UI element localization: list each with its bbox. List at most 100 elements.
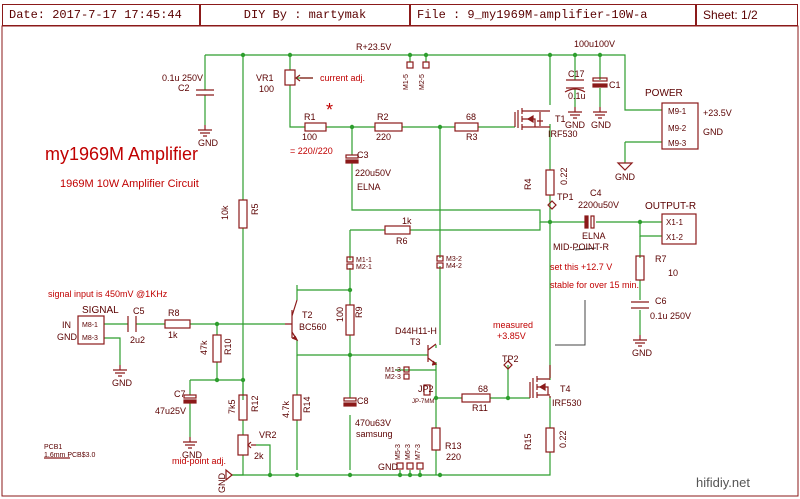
r10-value: 47k bbox=[199, 340, 209, 355]
r15-value: 0.22 bbox=[558, 430, 568, 448]
mount-m2-3: M2-3 bbox=[385, 374, 401, 381]
gnd-label-c6: GND bbox=[632, 348, 653, 358]
pcb-label: PCB1 bbox=[44, 444, 62, 451]
mount-m6-3: M6-3 bbox=[405, 444, 412, 460]
signal-pin-2: M8-3 bbox=[82, 335, 98, 342]
r7-value: 10 bbox=[668, 268, 678, 278]
t4-ref: T4 bbox=[560, 384, 571, 394]
r9-value: 100 bbox=[335, 307, 345, 322]
c3-ref: C3 bbox=[357, 150, 369, 160]
c8-ref: C8 bbox=[357, 396, 369, 406]
c1-value: 100u100V bbox=[574, 39, 615, 49]
t3-ref: T3 bbox=[410, 337, 421, 347]
labels: my1969M Amplifier 1969M 10W Amplifier Ci… bbox=[44, 39, 750, 490]
power-pin-3: M9-3 bbox=[668, 139, 687, 148]
mount-m1-3: M1-3 bbox=[385, 367, 401, 374]
r4-value: 0.22 bbox=[559, 167, 569, 185]
mount-m3-2: M3-2 bbox=[446, 256, 462, 263]
r2-value: 220 bbox=[376, 132, 391, 142]
c4-ref: C4 bbox=[590, 188, 602, 198]
mount-m1-1: M1-1 bbox=[356, 257, 372, 264]
output-net: MID-POINT-R bbox=[553, 242, 609, 252]
tp2-ref: TP2 bbox=[502, 354, 519, 364]
signal-label-ground: GND bbox=[57, 332, 78, 342]
r5-ref: R5 bbox=[250, 203, 260, 215]
r12-value: 7k5 bbox=[227, 399, 237, 414]
vr1-ref: VR1 bbox=[256, 73, 274, 83]
c8-value: 470u63V bbox=[355, 418, 391, 428]
mount-m2-1: M2-1 bbox=[356, 264, 372, 271]
r10-ref: R10 bbox=[223, 338, 233, 355]
r13-value: 220 bbox=[446, 452, 461, 462]
heading-title: my1969M Amplifier bbox=[45, 144, 198, 164]
r2-ref: R2 bbox=[377, 112, 389, 122]
r3-ref: R3 bbox=[466, 132, 478, 142]
c3-value: 220u50V bbox=[355, 168, 391, 178]
mount-m2-5: M2-5 bbox=[419, 74, 426, 90]
r11-value: 68 bbox=[478, 384, 488, 394]
gnd-label-power: GND bbox=[615, 172, 636, 182]
components bbox=[44, 61, 699, 482]
t2-ref: T2 bbox=[302, 310, 313, 320]
note-r1-value: = 220//220 bbox=[290, 146, 333, 156]
note-current-adj: current adj. bbox=[320, 73, 365, 83]
c8-brand: samsung bbox=[356, 429, 393, 439]
gnd-label-c17: GND bbox=[565, 120, 586, 130]
output-title: OUTPUT-R bbox=[645, 201, 696, 212]
c3-brand: ELNA bbox=[357, 182, 381, 192]
output-pin-1: X1-1 bbox=[666, 218, 683, 227]
r7-ref: R7 bbox=[655, 254, 667, 264]
c5-value: 2u2 bbox=[130, 335, 145, 345]
c6-value: 0.1u 250V bbox=[650, 311, 691, 321]
t2-part: BC560 bbox=[299, 322, 327, 332]
mount-m5-3: M5-3 bbox=[395, 444, 402, 460]
c4-brand: ELNA bbox=[582, 231, 606, 241]
rail-supply: R+23.5V bbox=[356, 42, 391, 52]
r6-ref: R6 bbox=[396, 236, 408, 246]
note-measured-2: +3.85V bbox=[497, 331, 526, 341]
c6-ref: C6 bbox=[655, 296, 667, 306]
signal-title: SIGNAL bbox=[82, 305, 119, 316]
power-label-supply: +23.5V bbox=[703, 108, 732, 118]
gnd-label-c2: GND bbox=[198, 138, 219, 148]
r3-value: 68 bbox=[466, 112, 476, 122]
c5-ref: C5 bbox=[133, 306, 145, 316]
jp2-part: JP-7MM bbox=[412, 399, 434, 405]
note-signal-input: signal input is 450mV @1KHz bbox=[48, 289, 168, 299]
r6-value: 1k bbox=[402, 216, 412, 226]
c7-ref: C7 bbox=[174, 389, 186, 399]
rail-ground: GND bbox=[378, 462, 399, 472]
annotation-lines bbox=[555, 247, 597, 346]
r13-ref: R13 bbox=[445, 441, 462, 451]
r9-ref: R9 bbox=[354, 306, 364, 318]
mount-m4-2: M4-2 bbox=[446, 263, 462, 270]
heading-subtitle: 1969M 10W Amplifier Circuit bbox=[60, 178, 199, 190]
output-pin-2: X1-2 bbox=[666, 233, 683, 242]
r5-value: 10k bbox=[220, 205, 230, 220]
r14-ref: R14 bbox=[302, 396, 312, 413]
t3-part: D44H11-H bbox=[395, 326, 437, 336]
note-measured-1: measured bbox=[493, 320, 533, 330]
power-pin-2: M9-2 bbox=[668, 124, 687, 133]
mount-m7-3: M7-3 bbox=[415, 444, 422, 460]
t1-part: IRF530 bbox=[548, 129, 578, 139]
signal-label-in: IN bbox=[62, 320, 71, 330]
r11-ref: R11 bbox=[472, 403, 488, 413]
r1-ref: R1 bbox=[304, 112, 316, 122]
c4-value: 2200u50V bbox=[578, 200, 619, 210]
note-stable: stable for over 15 min. bbox=[550, 280, 639, 290]
junction-dots bbox=[214, 52, 643, 478]
gnd-label-signal: GND bbox=[112, 378, 133, 388]
watermark: hifidiy.net bbox=[696, 475, 750, 490]
t4-part: IRF530 bbox=[552, 398, 582, 408]
vr2-ref: VR2 bbox=[259, 430, 277, 440]
c17-value: 0.1u bbox=[568, 91, 586, 101]
r14-value: 4.7k bbox=[281, 400, 291, 418]
c17-ref: C17 bbox=[568, 69, 585, 79]
r8-ref: R8 bbox=[168, 308, 180, 318]
vr2-value: 2k bbox=[254, 451, 264, 461]
vr1-value: 100 bbox=[259, 84, 274, 94]
sheet-frame bbox=[1, 25, 799, 497]
